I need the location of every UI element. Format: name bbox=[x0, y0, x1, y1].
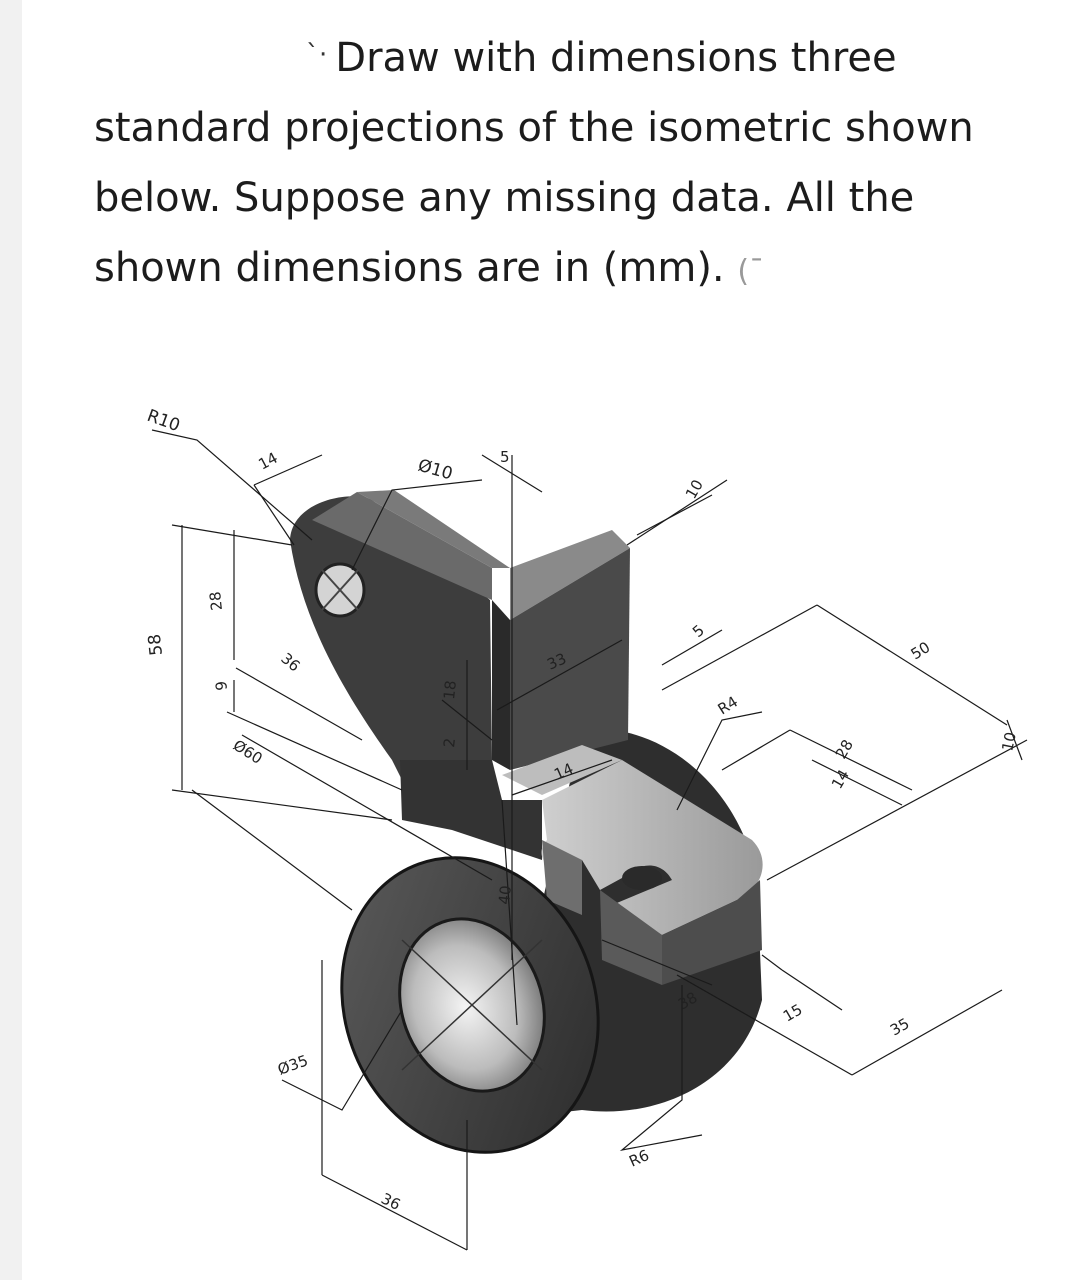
dim-hole-diameter: Ø10 bbox=[416, 456, 455, 485]
dim-5-top: 5 bbox=[500, 448, 510, 466]
dim-r4: R4 bbox=[715, 693, 741, 719]
dim-10-top: 10 bbox=[682, 476, 707, 502]
page-left-margin bbox=[0, 0, 22, 1280]
dim-28-right: 28 bbox=[832, 736, 857, 762]
part-body bbox=[290, 490, 763, 1154]
question-line-4: shown dimensions are in (mm). (¯ bbox=[94, 245, 765, 291]
dim-50: 50 bbox=[908, 638, 934, 663]
dim-r10: R10 bbox=[144, 406, 182, 436]
dim-18: 18 bbox=[440, 680, 460, 701]
wall-top-left bbox=[357, 490, 510, 568]
dim-bore-diameter: Ø35 bbox=[275, 1051, 310, 1078]
dim-5-right: 5 bbox=[689, 621, 708, 641]
dim-36-left: 36 bbox=[277, 649, 303, 675]
dim-2: 2 bbox=[440, 737, 459, 748]
question-line-2: standard projections of the isometric sh… bbox=[94, 105, 974, 151]
dim-40: 40 bbox=[495, 885, 515, 906]
dimension-lines bbox=[151, 429, 1028, 1251]
question-line-1: `·Draw with dimensions three bbox=[306, 35, 897, 81]
arm-top bbox=[541, 760, 763, 935]
dim-36-bottom: 36 bbox=[378, 1189, 403, 1214]
wall-top-right bbox=[510, 530, 630, 620]
stray-mark: (¯ bbox=[737, 254, 765, 289]
wall-front-left bbox=[492, 600, 510, 770]
arm-slot bbox=[622, 866, 662, 890]
stem bbox=[400, 760, 542, 860]
isometric-drawing: R10 14 Ø10 5 10 58 28 9 36 Ø60 18 2 33 1… bbox=[144, 406, 1028, 1251]
bullet-mark: `· bbox=[306, 40, 328, 70]
dim-28-left: 28 bbox=[206, 591, 226, 612]
arm-side-right bbox=[600, 890, 662, 985]
dimension-labels: R10 14 Ø10 5 10 58 28 9 36 Ø60 18 2 33 1… bbox=[144, 406, 1020, 1214]
question-line-3: below. Suppose any missing data. All the bbox=[94, 175, 915, 221]
dim-outer-diameter: Ø60 bbox=[230, 736, 266, 768]
step-face bbox=[502, 745, 622, 795]
arm-end bbox=[662, 880, 762, 985]
arm-side-front bbox=[542, 840, 582, 915]
dim-r6: R6 bbox=[626, 1146, 652, 1171]
question-text: `·Draw with dimensions three standard pr… bbox=[94, 20, 1054, 307]
dim-35-right: 35 bbox=[887, 1014, 913, 1039]
wall-front-right bbox=[510, 548, 630, 770]
dim-9: 9 bbox=[212, 680, 231, 691]
dim-10-right: 10 bbox=[998, 730, 1020, 752]
tab-top-edge bbox=[312, 492, 492, 600]
dim-14-top: 14 bbox=[255, 449, 280, 474]
dim-58: 58 bbox=[145, 633, 167, 657]
dim-15: 15 bbox=[780, 1000, 806, 1025]
